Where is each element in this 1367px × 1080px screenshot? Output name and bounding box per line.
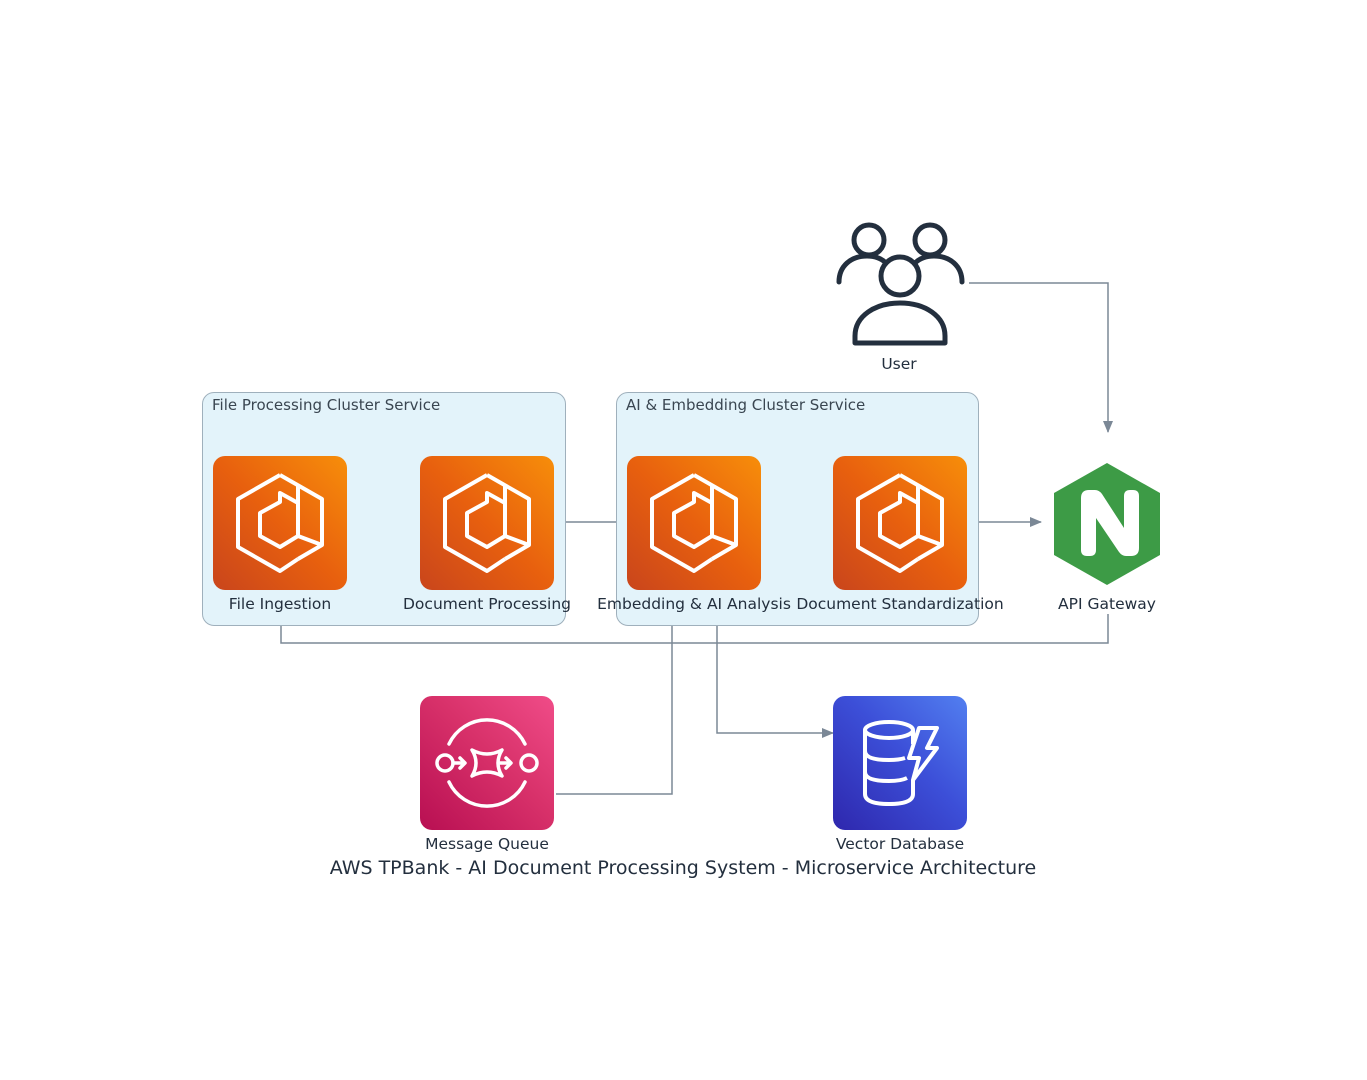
node-label-user: User	[881, 355, 917, 373]
node-message-queue[interactable]	[420, 696, 554, 830]
cluster-label-file-processing: File Processing Cluster Service	[212, 396, 441, 414]
node-label-document-processing: Document Processing	[403, 595, 571, 613]
edge-user-to-api-gateway	[969, 282, 1113, 433]
node-user[interactable]	[834, 218, 968, 348]
node-vector-database[interactable]	[833, 696, 967, 830]
node-label-vector-database: Vector Database	[835, 835, 965, 853]
node-label-message-queue: Message Queue	[425, 835, 549, 853]
users-icon	[836, 222, 965, 346]
node-label-api-gateway: API Gateway	[1058, 595, 1156, 613]
node-document-standardization[interactable]	[833, 456, 967, 590]
dynamodb-icon	[863, 720, 939, 806]
edge-message-queue-to-embedding-ai	[556, 613, 677, 795]
node-api-gateway[interactable]	[1052, 462, 1162, 586]
ecs-icon	[236, 473, 324, 573]
node-document-processing[interactable]	[420, 456, 554, 590]
diagram-title: AWS TPBank - AI Document Processing Syst…	[329, 857, 1037, 879]
sqs-icon	[435, 718, 539, 808]
node-label-embedding-ai-analysis: Embedding & AI Analysis	[597, 595, 791, 613]
ecs-icon	[650, 473, 738, 573]
node-label-document-standardization: Document Standardization	[796, 595, 1004, 613]
cluster-label-ai-embedding: AI & Embedding Cluster Service	[626, 396, 866, 414]
edge-api-gateway-to-file-ingestion	[276, 613, 1109, 644]
node-label-file-ingestion: File Ingestion	[228, 595, 332, 613]
nginx-icon	[1054, 463, 1160, 585]
edge-embedding-ai-to-vector-database	[716, 614, 834, 738]
node-file-ingestion[interactable]	[213, 456, 347, 590]
ecs-icon	[443, 473, 531, 573]
ecs-icon	[856, 473, 944, 573]
node-embedding-ai-analysis[interactable]	[627, 456, 761, 590]
